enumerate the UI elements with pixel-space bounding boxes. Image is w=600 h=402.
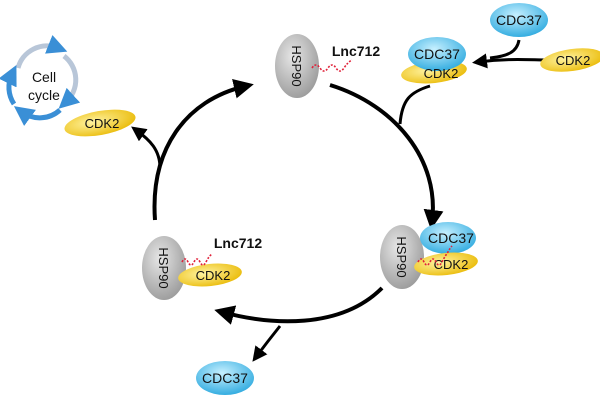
lnc712-label: Lnc712	[332, 43, 380, 59]
hsp90-label: HSP90	[156, 247, 171, 288]
cdc37-label: CDC37	[428, 230, 474, 246]
combine-arrow-2	[472, 53, 549, 69]
cdk2-label: CDK2	[85, 116, 120, 131]
cdc37-label: CDC37	[496, 12, 542, 28]
release-arrow-cdc37	[252, 325, 282, 362]
cycle-arrow-bottom	[214, 286, 384, 325]
free-cdc37-top: CDC37	[490, 3, 548, 37]
hsp90-left: HSP90	[142, 236, 186, 300]
cycle-arrow-left-top	[152, 78, 254, 221]
cdc37-label: CDC37	[202, 370, 248, 386]
hsp90-top: HSP90	[275, 34, 319, 98]
cell-cycle-icon: Cell cycle	[0, 35, 81, 126]
join-arrow-branch	[398, 84, 431, 125]
cell-label: Cell	[32, 69, 56, 85]
left-complex-cdk2: CDK2	[178, 263, 242, 287]
cdk2-label: CDK2	[424, 66, 459, 81]
right-complex-cdc37-cdk2: CDC37 CDK2	[414, 222, 478, 276]
release-arrow-cdk2	[131, 126, 162, 169]
cdc37-cdk2-complex: CDC37 CDK2	[401, 37, 467, 84]
cycle-arrow-top-right	[329, 83, 444, 230]
combine-arrow	[489, 39, 521, 60]
rna-wave-icon	[417, 245, 453, 266]
free-cdk2-left: CDK2	[64, 109, 136, 137]
cdc37-label: CDC37	[414, 46, 460, 62]
lnc712-label: Lnc712	[214, 235, 262, 251]
cycle-label: cycle	[28, 87, 60, 103]
rna-wave-icon	[181, 253, 213, 266]
cdk2-label: CDK2	[556, 53, 591, 68]
free-cdk2-top: CDK2	[540, 48, 600, 72]
hsp90-label: HSP90	[394, 236, 409, 277]
free-cdc37-bottom: CDC37	[196, 361, 254, 395]
hsp90-right: HSP90	[380, 225, 424, 289]
hsp90-label: HSP90	[289, 45, 304, 86]
cdk2-label: CDK2	[196, 268, 231, 283]
cdk2-label: CDK2	[434, 257, 469, 272]
rna-wave-icon	[311, 59, 353, 72]
